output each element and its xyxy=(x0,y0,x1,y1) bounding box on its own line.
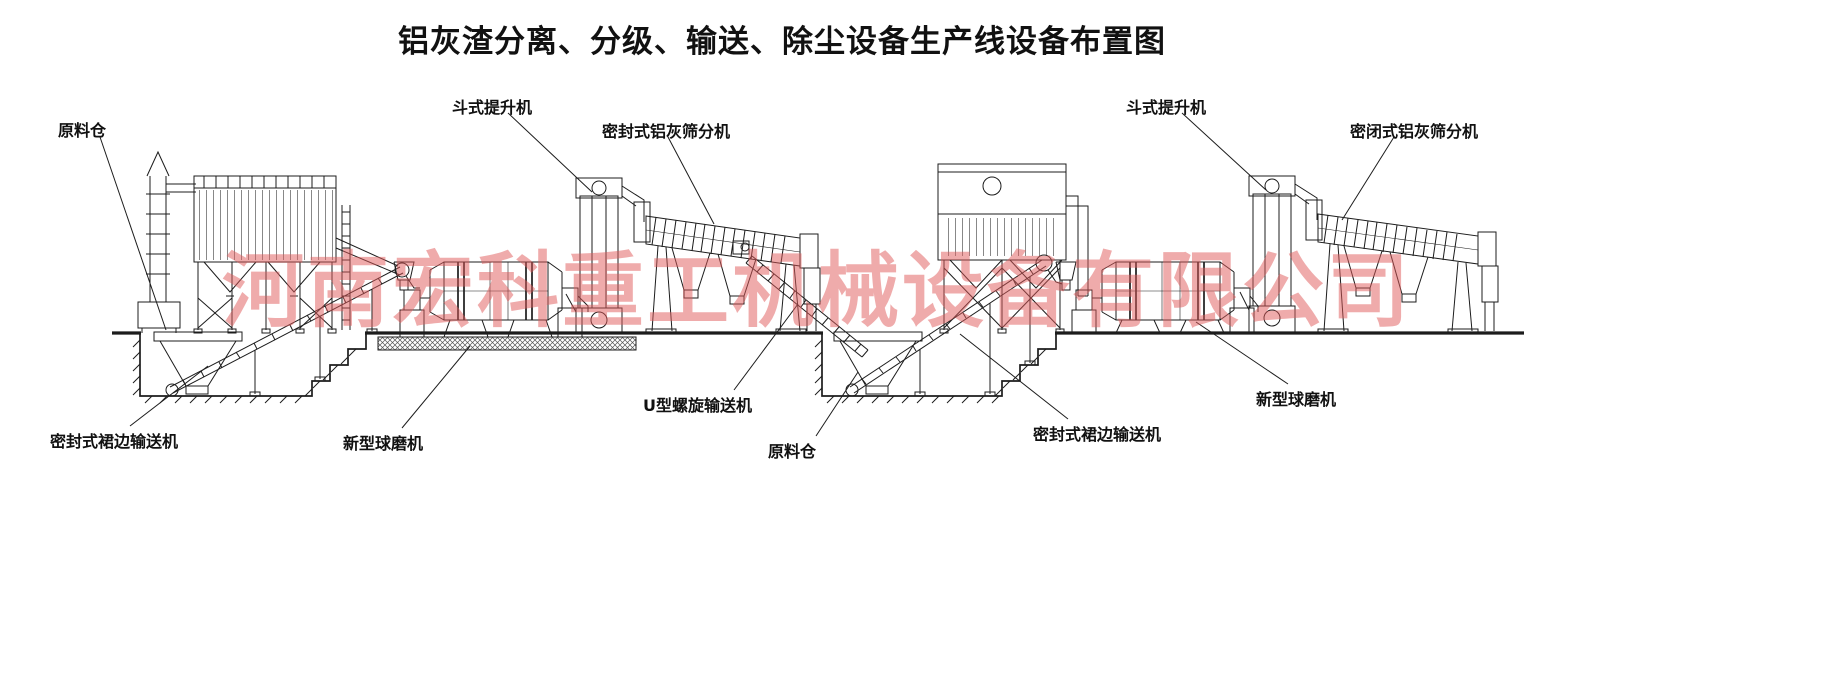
label-bucket-elevator-right: 斗式提升机 xyxy=(1126,98,1207,117)
pit-hatching-left xyxy=(132,339,357,404)
leader-bucket-elevator-right xyxy=(1181,112,1267,191)
leader-lines xyxy=(99,112,1395,437)
bucket-elevator-right-shape xyxy=(1239,175,1318,333)
leader-ball-mill-right xyxy=(1195,321,1289,385)
label-ball-mill-right: 新型球磨机 xyxy=(1256,390,1337,409)
raw-material-bin-right-shape xyxy=(833,331,923,395)
ball-mill-left-shape xyxy=(377,261,637,351)
label-bucket-elevator-left: 斗式提升机 xyxy=(452,98,533,117)
raw-material-bin-left-shape xyxy=(153,331,243,395)
label-skirt-conveyor-right: 密封式裙边输送机 xyxy=(1033,425,1162,444)
leader-screw-conveyor xyxy=(733,303,799,391)
skirt-conveyor-right-shape xyxy=(845,254,1063,397)
ash-screen-right-shape xyxy=(1305,199,1499,334)
bucket-elevator-left-shape xyxy=(565,177,645,334)
leader-raw-bin-right xyxy=(815,371,859,437)
leader-screen-right xyxy=(1341,136,1395,221)
label-closed-ash-screen-right: 密闭式铝灰筛分机 xyxy=(1350,122,1479,141)
mill-foundation-left xyxy=(377,336,637,351)
label-raw-material-bin-right: 原料仓 xyxy=(768,442,817,461)
pit-hatching-right xyxy=(814,339,1047,404)
leader-skirt-conveyor-right xyxy=(959,333,1069,420)
label-raw-material-bin-left: 原料仓 xyxy=(58,121,107,140)
leader-bucket-elevator-left xyxy=(507,112,593,193)
skirt-conveyor-left-shape xyxy=(165,262,420,397)
drawing-title: 铝灰渣分离、分级、输送、除尘设备生产线设备布置图 xyxy=(398,24,1166,60)
leader-screen-left xyxy=(667,136,715,225)
label-ball-mill-left: 新型球磨机 xyxy=(343,434,424,453)
label-sealed-ash-screen-left: 密封式铝灰筛分机 xyxy=(602,122,731,141)
ash-screen-left-shape xyxy=(633,201,821,334)
dust-collector-left xyxy=(137,150,401,334)
ball-mill-right-shape xyxy=(1055,261,1259,334)
leader-skirt-conveyor-left xyxy=(129,365,209,427)
label-u-screw-conveyor: U型螺旋输送机 xyxy=(643,396,752,415)
dust-collector-right xyxy=(937,163,1089,334)
leader-ball-mill-left xyxy=(401,345,471,429)
label-skirt-conveyor-left: 密封式裙边输送机 xyxy=(50,432,179,451)
leader-raw-bin-left xyxy=(99,136,167,331)
